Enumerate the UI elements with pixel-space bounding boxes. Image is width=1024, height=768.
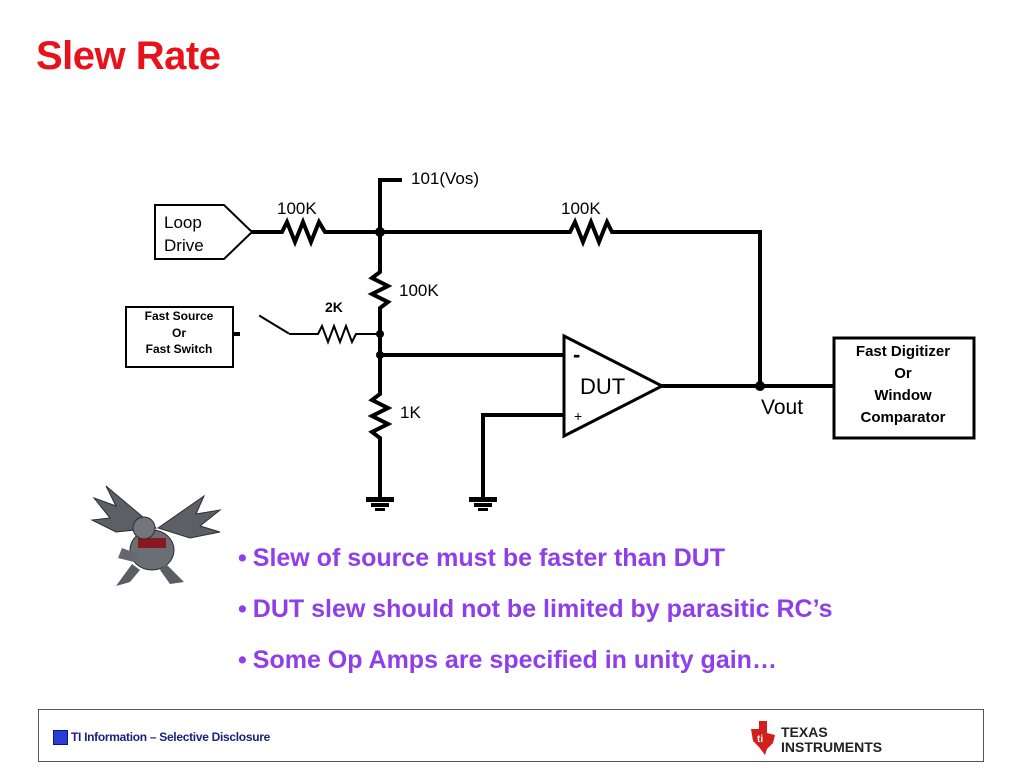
ti-logo: ti Texas Instruments [751,721,882,755]
fast-source-line1: Fast Source [145,309,214,323]
vout-label: Vout [761,396,803,419]
bottom-resistor [367,388,393,444]
junction-2k [376,330,384,338]
source-resistor [289,323,381,345]
input-resistor [274,216,332,248]
junction-inv [376,351,384,359]
footer: TI Information – Selective Disclosure ti… [38,709,984,762]
slide-title: Slew Rate [36,34,221,78]
circuit-schematic: 101(Vos) 100K 100K 100K 2K 1K - DUT + Vo… [125,169,976,511]
opamp-name-label: DUT [580,374,625,399]
fast-source-line3: Fast Switch [146,342,213,356]
input-resistor-label: 100K [277,199,317,218]
bullet-item: •DUT slew should not be limited by paras… [238,595,833,623]
junction-top [375,227,385,237]
vos-label: 101(Vos) [411,169,479,188]
loop-drive-box [154,204,254,260]
digitizer-line4: Comparator [860,409,945,426]
loop-drive-line2: Drive [164,236,204,255]
winged-monkey-image [90,485,222,586]
disclosure-text: TI Information – Selective Disclosure [71,730,270,744]
logo-line2: Instruments [781,739,882,755]
bullet-item: •Some Op Amps are specified in unity gai… [238,646,777,674]
logo-line1: Texas [781,724,828,740]
loop-drive-line1: Loop [164,213,202,232]
logo-ti-mark: ti [757,734,763,745]
junction-out [755,381,765,391]
fast-source-box [125,306,234,368]
digitizer-box [832,336,976,440]
fast-source-line2: Or [172,326,186,340]
digitizer-line3: Window [874,387,932,404]
vertical-resistor [367,266,393,314]
feedback-resistor [563,216,619,248]
vertical-resistor-label: 100K [399,281,439,300]
bottom-resistor-label: 1K [400,403,421,422]
feedback-resistor-label: 100K [561,199,601,218]
bullet-list: •Slew of source must be faster than DUT … [238,540,833,693]
bullet-item: •Slew of source must be faster than DUT [238,544,726,572]
opamp-plus-label: + [574,408,582,424]
digitizer-line2: Or [894,365,912,382]
opamp-triangle [562,333,666,439]
opamp-minus-label: - [573,342,580,367]
switch-blade [258,314,290,335]
disclosure-square-icon [53,730,68,745]
source-resistor-label: 2K [325,299,343,315]
texas-state-icon [751,721,775,755]
digitizer-line1: Fast Digitizer [856,343,950,360]
